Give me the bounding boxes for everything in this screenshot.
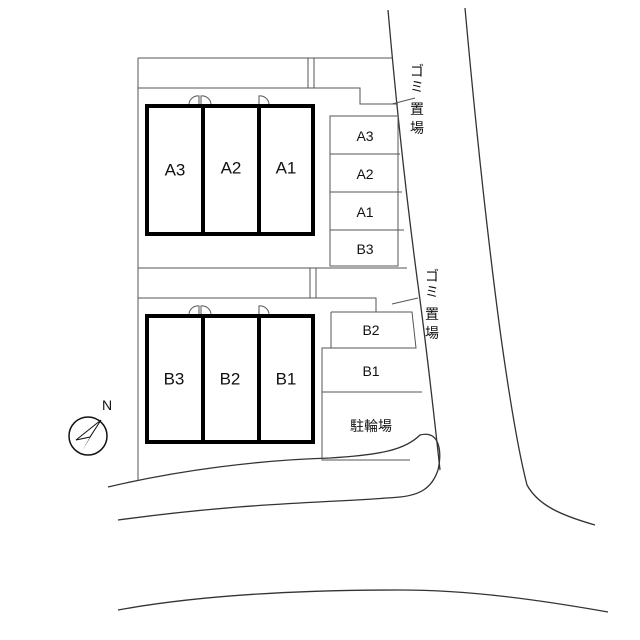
parking-space-b2: B2 [362,322,379,338]
svg-text:ゴ: ゴ [425,268,439,285]
parking-space-a3: A3 [356,128,373,144]
door-b2 [200,305,212,315]
garbage-leader-1 [391,97,416,105]
parking-upper: A3 A2 A1 B3 [329,115,404,267]
north-arrow-icon: N [68,397,112,456]
door-a2 [200,95,212,105]
svg-text:置: 置 [425,307,439,323]
unit-label-a2: A2 [221,159,242,178]
door-b1 [258,305,270,315]
site-east-boundary [387,9,441,471]
svg-text:場: 場 [425,326,439,342]
site-lot [137,57,419,480]
building-a: A3 A2 A1 [145,95,315,236]
parking-space-b1: B1 [362,363,379,379]
building-b: B3 B2 B1 [145,305,315,444]
svg-text:場: 場 [410,121,424,137]
bicycle-parking-label: 駐輪場 [350,418,392,435]
unit-label-b1: B1 [276,370,297,389]
road-north-edge [107,433,441,521]
unit-label-a1: A1 [276,159,297,178]
parking-space-b3: B3 [356,241,373,257]
road-south-edge [117,589,609,613]
garbage-area-1: ゴ ミ 置 場 [410,63,424,137]
unit-b1 [257,314,315,444]
lot-upper-drive [138,87,398,105]
lot-gate-lower [309,268,317,298]
lot-gate-upper [307,58,315,88]
parking-lower-frame [321,311,417,461]
parking-space-a2: A2 [356,166,373,182]
door-a3 [188,95,200,105]
parking-upper-frame [329,115,399,267]
door-a1 [258,95,270,105]
svg-text:ミ: ミ [425,285,439,301]
north-label: N [102,397,112,413]
door-b3 [188,305,200,315]
garbage-leader-2 [391,297,419,305]
unit-label-a3: A3 [165,161,186,180]
parking-space-a1: A1 [356,204,373,220]
svg-text:ゴ: ゴ [410,63,424,80]
unit-a1 [257,104,315,236]
road-lines [107,7,609,613]
unit-label-b3: B3 [164,370,185,389]
road-east-edge [464,7,596,526]
garbage-area-2: ゴ ミ 置 場 [425,268,439,342]
parking-lower: B2 B1 駐輪場 [321,311,422,461]
unit-label-b2: B2 [220,370,241,389]
lot-lower-drive [138,297,412,313]
svg-text:ミ: ミ [410,80,424,96]
svg-text:置: 置 [410,102,424,118]
